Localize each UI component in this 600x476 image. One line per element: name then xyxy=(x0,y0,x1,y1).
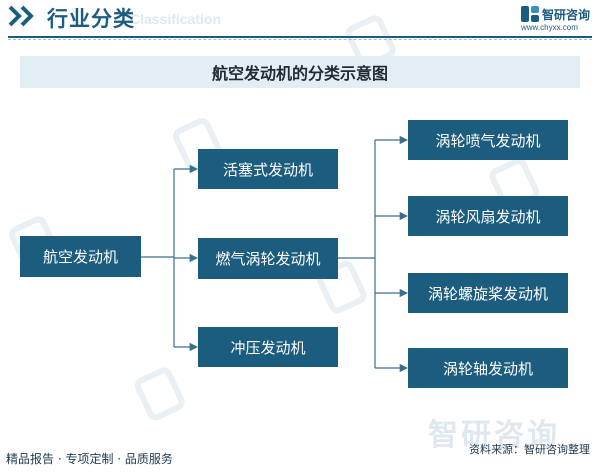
footer-slogan: 精品报告 · 专项定制 · 品质服务 xyxy=(6,452,173,466)
header-title: 行业分类 xyxy=(47,7,135,31)
brand-name: 智研咨询 xyxy=(542,8,591,22)
brand-url: www.chyxx.com xyxy=(521,23,578,32)
node-turboshaft-engine: 涡轮轴发动机 xyxy=(408,348,568,388)
footer-source: 资料来源：智研咨询整理 xyxy=(469,443,590,456)
brand-block: 智研咨询 www.chyxx.com xyxy=(521,4,595,34)
node-turboprop-engine: 涡轮螺旋桨发动机 xyxy=(408,273,568,313)
node-ramjet-engine: 冲压发动机 xyxy=(198,327,338,367)
node-gas-turbine-engine: 燃气涡轮发动机 xyxy=(198,238,338,279)
diagram-title: 航空发动机的分类示意图 xyxy=(20,56,580,88)
node-turbojet-engine: 涡轮喷气发动机 xyxy=(408,120,568,160)
node-root: 航空发动机 xyxy=(20,236,141,277)
node-piston-engine: 活塞式发动机 xyxy=(198,149,338,189)
header-subtitle-en: Classification xyxy=(130,11,222,27)
header-chevron-icon xyxy=(8,5,34,27)
footer-watermark: 智研咨询 xyxy=(428,418,560,453)
brand-logo-icon xyxy=(521,6,539,22)
header-divider xyxy=(8,36,592,38)
header-divider-dashed xyxy=(8,39,592,40)
node-turbofan-engine: 涡轮风扇发动机 xyxy=(408,196,568,236)
